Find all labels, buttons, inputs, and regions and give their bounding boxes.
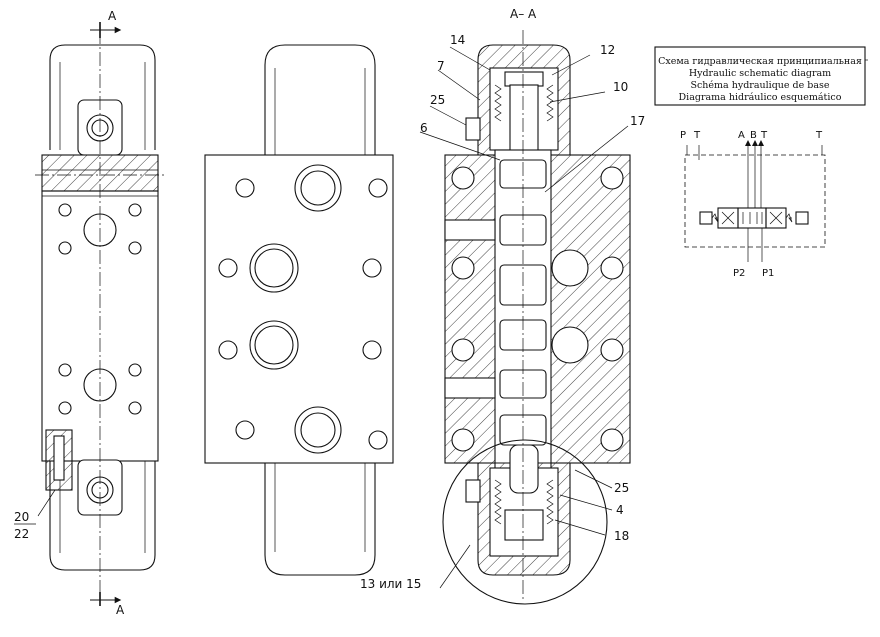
hydraulic-schematic bbox=[684, 140, 826, 262]
port-label-A: A bbox=[738, 130, 745, 141]
callout-6: 6 bbox=[420, 121, 428, 135]
callout-7: 7 bbox=[437, 59, 445, 73]
port-label-T2: T bbox=[760, 130, 768, 141]
section-view bbox=[442, 30, 631, 605]
side-top-cap bbox=[49, 44, 156, 150]
port-label-T3: T bbox=[815, 130, 823, 141]
port-label-P1: P1 bbox=[762, 268, 774, 279]
callout-25-top: 25 bbox=[430, 93, 445, 107]
section-mark-top: A bbox=[108, 9, 117, 23]
legend-line-1: Схема гидравлическая принципиальная bbox=[658, 56, 862, 67]
callout-13-15: 13 или 15 bbox=[360, 577, 421, 591]
side-view bbox=[35, 22, 165, 606]
callout-4: 4 bbox=[616, 503, 624, 517]
legend-line-3: Schéma hydraulique de base bbox=[690, 80, 829, 91]
front-body bbox=[204, 154, 394, 464]
callout-25-bottom: 25 bbox=[614, 481, 629, 495]
legend-line-2: Hydraulic schematic diagram bbox=[689, 68, 831, 79]
port-label-T1: T bbox=[693, 130, 701, 141]
port-label-B: B bbox=[750, 130, 757, 141]
callout-18: 18 bbox=[614, 529, 629, 543]
detail-circle bbox=[442, 439, 608, 605]
callout-17: 17 bbox=[630, 114, 645, 128]
front-view bbox=[204, 44, 394, 576]
callout-20: 20 bbox=[14, 510, 29, 524]
callout-12: 12 bbox=[600, 43, 615, 57]
legend-line-4: Diagrama hidráulico esquemático bbox=[679, 92, 842, 103]
port-label-P: P bbox=[680, 130, 686, 141]
callout-10: 10 bbox=[613, 80, 628, 94]
callout-22: 22 bbox=[14, 527, 29, 541]
leader-lines bbox=[37, 46, 629, 589]
section-title: A– A bbox=[510, 7, 537, 21]
section-mark-bottom: A bbox=[116, 603, 125, 617]
port-label-P2: P2 bbox=[733, 268, 745, 279]
legend-box: Схема гидравлическая принципиальная Hydr… bbox=[654, 46, 868, 106]
callout-14: 14 bbox=[450, 33, 465, 47]
